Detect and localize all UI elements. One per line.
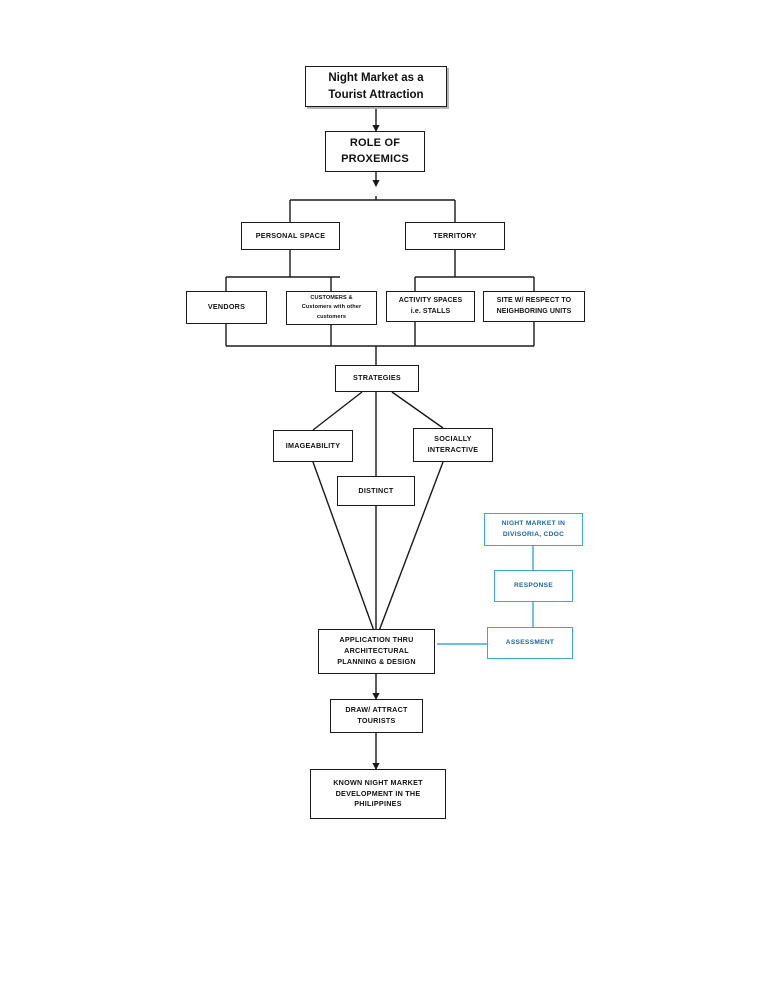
- node-customers-label: CUSTOMERS & Customers with other custome…: [301, 295, 362, 320]
- node-imageability[interactable]: IMAGEABILITY: [273, 430, 353, 462]
- node-strategies[interactable]: STRATEGIES: [335, 365, 419, 392]
- node-personal-space[interactable]: PERSONAL SPACE: [241, 222, 340, 250]
- node-vendors-label: VENDORS: [207, 302, 246, 312]
- node-application[interactable]: APPLICATION THRU ARCHITECTURAL PLANNING …: [318, 629, 435, 674]
- node-territory[interactable]: TERRITORY: [405, 222, 505, 250]
- node-known-development-label: KNOWN NIGHT MARKET DEVELOPMENT IN THE PH…: [333, 777, 423, 809]
- node-personal-space-label: PERSONAL SPACE: [255, 230, 326, 240]
- edge-bus-tier2: [289, 199, 456, 222]
- node-draw-attract-label: DRAW/ ATTRACT TOURISTS: [345, 705, 408, 725]
- edge-personal-bus: [225, 276, 340, 291]
- node-draw-attract-tourists[interactable]: DRAW/ ATTRACT TOURISTS: [330, 699, 423, 733]
- edge-territory-bus: [414, 276, 535, 291]
- edge-strategies-to-imageability: [312, 391, 363, 431]
- node-night-market-divisoria[interactable]: NIGHT MARKET IN DIVISORIA, CDOC: [484, 513, 583, 546]
- node-site-with-respect-label: SITE W/ RESPECT TO NEIGHBORING UNITS: [496, 296, 572, 315]
- node-activity-spaces[interactable]: ACTIVITY SPACES i.e. STALLS: [386, 291, 475, 322]
- node-known-night-market-development[interactable]: KNOWN NIGHT MARKET DEVELOPMENT IN THE PH…: [310, 769, 446, 819]
- node-site-with-respect[interactable]: SITE W/ RESPECT TO NEIGHBORING UNITS: [483, 291, 585, 322]
- node-distinct-label: DISTINCT: [358, 485, 394, 495]
- node-customers[interactable]: CUSTOMERS & Customers with other custome…: [286, 291, 377, 325]
- node-socially-interactive-label: SOCIALLY INTERACTIVE: [427, 434, 479, 454]
- node-role-of-proxemics[interactable]: ROLE OF PROXEMICS: [325, 131, 425, 172]
- node-distinct[interactable]: DISTINCT: [337, 476, 415, 506]
- node-application-label: APPLICATION THRU ARCHITECTURAL PLANNING …: [337, 635, 416, 666]
- node-assessment[interactable]: ASSESSMENT: [487, 627, 573, 659]
- node-imageability-label: IMAGEABILITY: [285, 440, 341, 450]
- node-socially-interactive[interactable]: SOCIALLY INTERACTIVE: [413, 428, 493, 462]
- node-assessment-label: ASSESSMENT: [505, 638, 555, 646]
- node-vendors[interactable]: VENDORS: [186, 291, 267, 324]
- node-strategies-label: STRATEGIES: [353, 373, 401, 383]
- node-root[interactable]: Night Market as a Tourist Attraction: [305, 66, 447, 107]
- edge-collector-bus: [225, 322, 535, 347]
- node-root-label: Night Market as a Tourist Attraction: [328, 72, 424, 101]
- node-activity-spaces-label: ACTIVITY SPACES i.e. STALLS: [398, 296, 463, 315]
- node-role-label: ROLE OF PROXEMICS: [341, 136, 409, 165]
- node-response[interactable]: RESPONSE: [494, 570, 573, 602]
- node-territory-label: TERRITORY: [433, 230, 477, 240]
- node-night-market-divisoria-label: NIGHT MARKET IN DIVISORIA, CDOC: [501, 519, 566, 538]
- node-response-label: RESPONSE: [513, 581, 554, 589]
- edge-strategies-to-socially: [391, 391, 444, 429]
